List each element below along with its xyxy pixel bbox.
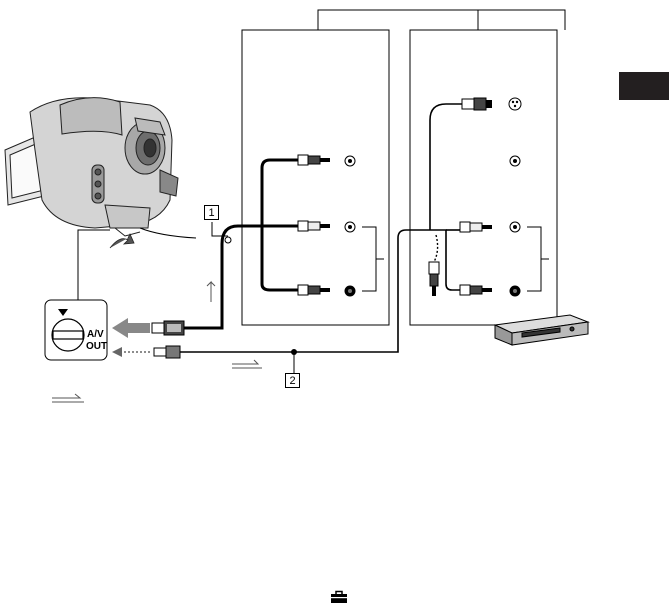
tv-audio-l-jack-icon xyxy=(345,222,355,232)
tv-video-jack-icon xyxy=(345,156,355,166)
av-cable-direction-arrow xyxy=(112,318,150,338)
vcr-dashed-cable xyxy=(434,235,438,262)
rca-plug-icon xyxy=(298,285,330,295)
tv-audio-bracket xyxy=(362,227,384,291)
callout-1-label: 1 xyxy=(204,205,219,220)
signal-flow-up-arrow xyxy=(207,282,215,302)
legend-signal-arrow xyxy=(52,394,84,402)
rca-plug-icon xyxy=(460,285,492,295)
callout-2-label: 2 xyxy=(285,373,300,388)
section-tab xyxy=(619,72,669,100)
vcr-s-video-jack-icon xyxy=(509,98,521,110)
toolbox-icon xyxy=(330,590,348,604)
s-video-cable-direction-arrow xyxy=(112,347,152,357)
tv-audio-r-jack-icon xyxy=(345,286,355,296)
s-video-cable-plug-icon xyxy=(154,346,180,358)
attach-arrow-icon xyxy=(110,234,134,248)
vcr-audio-r-jack-icon xyxy=(510,286,520,296)
rca-plug-icon xyxy=(298,221,330,231)
vcr-icon xyxy=(495,315,588,345)
av-out-label-line1: A/V xyxy=(87,329,104,340)
tv-panel xyxy=(242,30,389,325)
signal-flow-right-arrow xyxy=(232,360,262,368)
av-cable-plug-icon xyxy=(152,321,184,335)
panel-group-bracket xyxy=(318,10,565,30)
vcr-audio-l-jack-icon xyxy=(510,222,520,232)
jack-leader-line xyxy=(78,230,110,300)
camcorder-icon xyxy=(5,98,178,236)
rca-plug-icon xyxy=(460,222,492,232)
rca-plug-icon xyxy=(429,262,439,296)
av-connecting-cable xyxy=(184,160,298,328)
camcorder-cord xyxy=(140,228,196,238)
av-out-label-line2: OUT xyxy=(86,341,107,352)
s-video-plug-icon xyxy=(462,98,492,110)
rca-plug-icon xyxy=(298,155,330,165)
vcr-audio-bracket xyxy=(527,227,549,291)
vcr-video-jack-icon xyxy=(510,156,520,166)
